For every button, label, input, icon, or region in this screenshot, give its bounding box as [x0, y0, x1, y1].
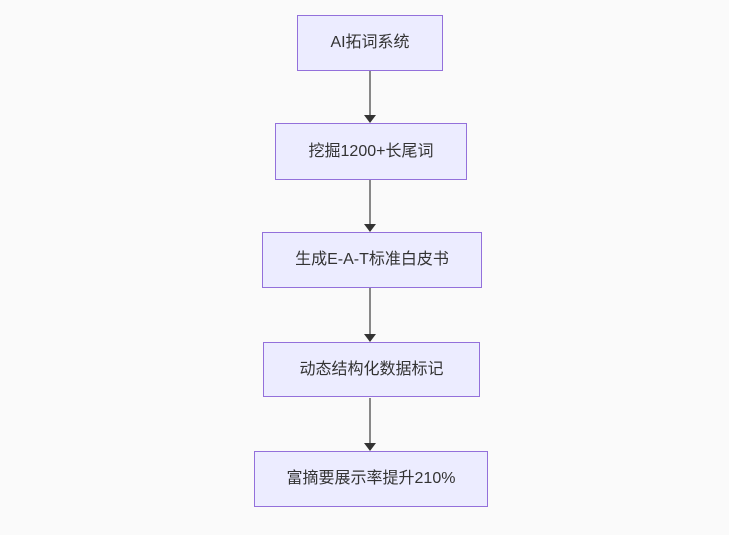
flowchart-edge-4: [364, 398, 376, 451]
flowchart-node-longtail-mining: 挖掘1200+长尾词: [275, 123, 467, 180]
edge-line: [369, 398, 371, 443]
edge-line: [369, 180, 371, 224]
flowchart-edge-1: [364, 71, 376, 123]
flowchart-node-ai-word-expansion: AI拓词系统: [297, 15, 443, 71]
flowchart-node-rich-snippet-result: 富摘要展示率提升210%: [254, 451, 488, 507]
node-label: 生成E-A-T标准白皮书: [295, 251, 449, 269]
flowchart-edge-2: [364, 180, 376, 232]
flowchart-node-eat-whitepaper: 生成E-A-T标准白皮书: [262, 232, 482, 288]
node-label: 富摘要展示率提升210%: [286, 470, 456, 488]
arrowhead-down-icon: [364, 443, 376, 451]
node-label: AI拓词系统: [330, 34, 410, 52]
edge-line: [369, 71, 371, 115]
arrowhead-down-icon: [364, 224, 376, 232]
flowchart-node-structured-data-markup: 动态结构化数据标记: [263, 342, 480, 397]
node-label: 挖掘1200+长尾词: [308, 142, 434, 160]
flowchart-edge-3: [364, 288, 376, 342]
edge-line: [369, 288, 371, 334]
node-label: 动态结构化数据标记: [299, 360, 444, 378]
arrowhead-down-icon: [364, 115, 376, 123]
arrowhead-down-icon: [364, 334, 376, 342]
